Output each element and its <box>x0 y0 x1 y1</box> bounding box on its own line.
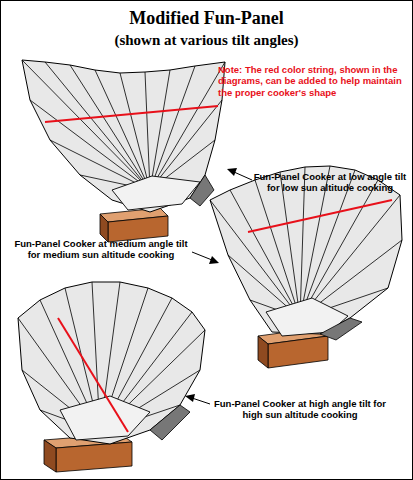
leader-arrows <box>185 168 252 404</box>
callout-text: Fun-Panel Cooker at medium angle tilt fo… <box>8 238 194 261</box>
callout-text: Fun-Panel Cooker at low angle tilt for l… <box>250 171 410 194</box>
note-text: Note: The red color string, shown in the… <box>218 64 408 98</box>
high-tilt-cooker <box>18 282 205 472</box>
callout-text: Fun-Panel Cooker at high angle tilt for … <box>210 398 390 421</box>
medium-tilt-cooker <box>210 166 402 368</box>
low-tilt-cooker <box>22 60 225 242</box>
subtitle: (shown at various tilt angles) <box>0 31 413 49</box>
title: Modified Fun-Panel <box>0 8 413 30</box>
